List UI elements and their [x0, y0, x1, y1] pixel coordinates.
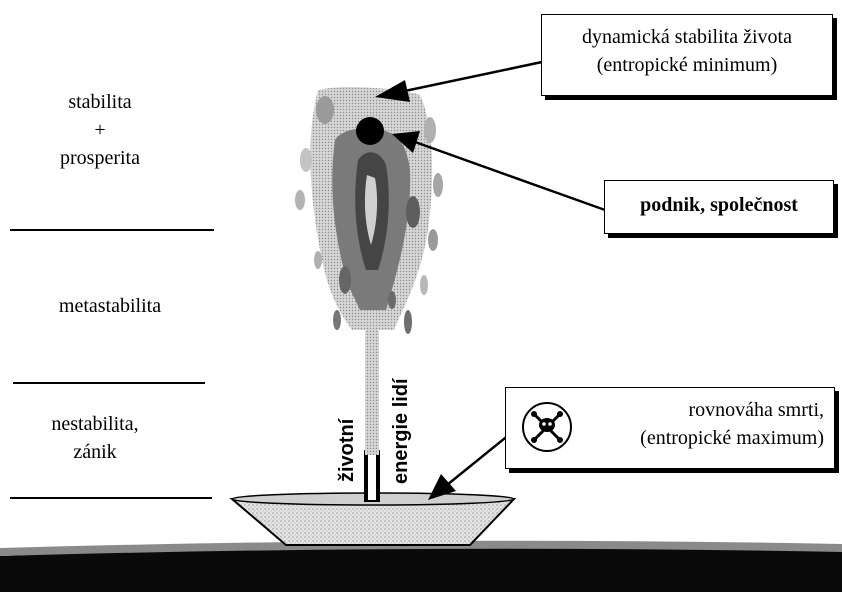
arrow-bottom [428, 434, 510, 500]
zone-top-line-2: + [20, 116, 180, 144]
ground [0, 541, 842, 592]
zone-instability: nestabilita, zánik [10, 410, 180, 466]
zone-top-line-3: prosperita [20, 144, 180, 172]
zone-bottom-line-1: nestabilita, [10, 410, 180, 438]
callout-dynamic-stability: dynamická stabilita života (entropické m… [541, 14, 833, 96]
zone-top-line-1: stabilita [20, 88, 180, 116]
callout-company: podnik, společnost [604, 180, 834, 234]
callout-equilibrium-of-death: rovnováha smrti, (entropické maximum) [505, 387, 835, 469]
ball [356, 117, 384, 145]
stem-label-left: životní [336, 419, 359, 482]
zone-stability-prosperity: stabilita + prosperita [20, 88, 180, 172]
zone-bottom-line-2: zánik [10, 438, 180, 466]
zone-metastability: metastabilita [10, 292, 210, 320]
stem-label-right: energie lidí [390, 378, 413, 484]
skull-and-crossbones-icon [520, 400, 574, 454]
callout-middle-label: podnik, společnost [605, 191, 833, 219]
callout-top-line-2: (entropické minimum) [542, 51, 832, 79]
zone-middle-label: metastabilita [10, 292, 210, 320]
arrow-top [375, 62, 542, 102]
callout-top-line-1: dynamická stabilita života [542, 23, 832, 51]
